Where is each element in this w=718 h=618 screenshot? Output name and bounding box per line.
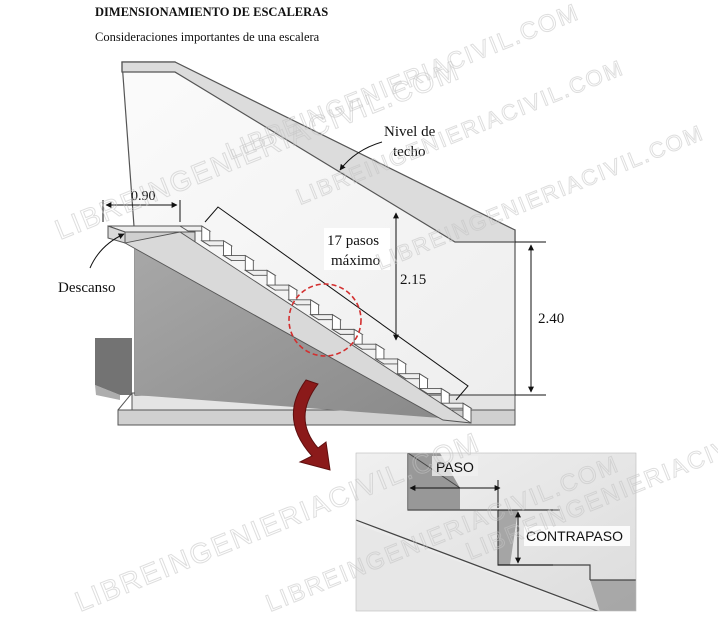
clearance-label: 2.15 xyxy=(400,272,426,288)
steps-count-label-line2: máximo xyxy=(331,253,380,269)
landing-callout: Descanso xyxy=(58,233,125,296)
stair-riser xyxy=(462,402,472,424)
floor-slab-edge xyxy=(117,392,133,411)
page-subtitle: Consideraciones importantes de una escal… xyxy=(95,30,320,44)
detail-frame xyxy=(355,452,637,612)
detail-highlight-circle xyxy=(288,283,362,357)
clearance-dimension: 2.15 xyxy=(393,212,426,341)
tread-label: PASO xyxy=(436,459,474,475)
landing-width-label: 0.90 xyxy=(131,189,156,204)
page-title: DIMENSIONAMIENTO DE ESCALERAS xyxy=(95,5,329,19)
landing-label: Descanso xyxy=(58,280,115,296)
watermark-text: LIBREINGENIERIACIVIL.COM xyxy=(222,0,583,166)
ceiling-slab xyxy=(121,61,516,243)
riser-dimension: CONTRAPASO xyxy=(498,511,630,566)
steps-count-bracket: 17 pasos máximo xyxy=(204,206,469,401)
stair-flight xyxy=(123,225,473,424)
detail-arrow xyxy=(293,379,331,471)
landing-width-dimension: 0.90 xyxy=(102,189,181,222)
riser-label: CONTRAPASO xyxy=(526,528,623,544)
height-label: 2.40 xyxy=(538,311,564,327)
ground-shadow-left xyxy=(95,338,132,395)
tread-dimension: PASO xyxy=(409,456,553,511)
steps-count-label-line1: 17 pasos xyxy=(327,233,379,249)
ceiling-level-label-line2: techo xyxy=(393,144,425,160)
ceiling-level-callout: Nivel de techo xyxy=(339,124,436,171)
ground-shadow-left-soft xyxy=(95,385,120,400)
height-dimension: 2.40 xyxy=(515,241,564,396)
ceiling-level-label-line1: Nivel de xyxy=(384,124,436,140)
